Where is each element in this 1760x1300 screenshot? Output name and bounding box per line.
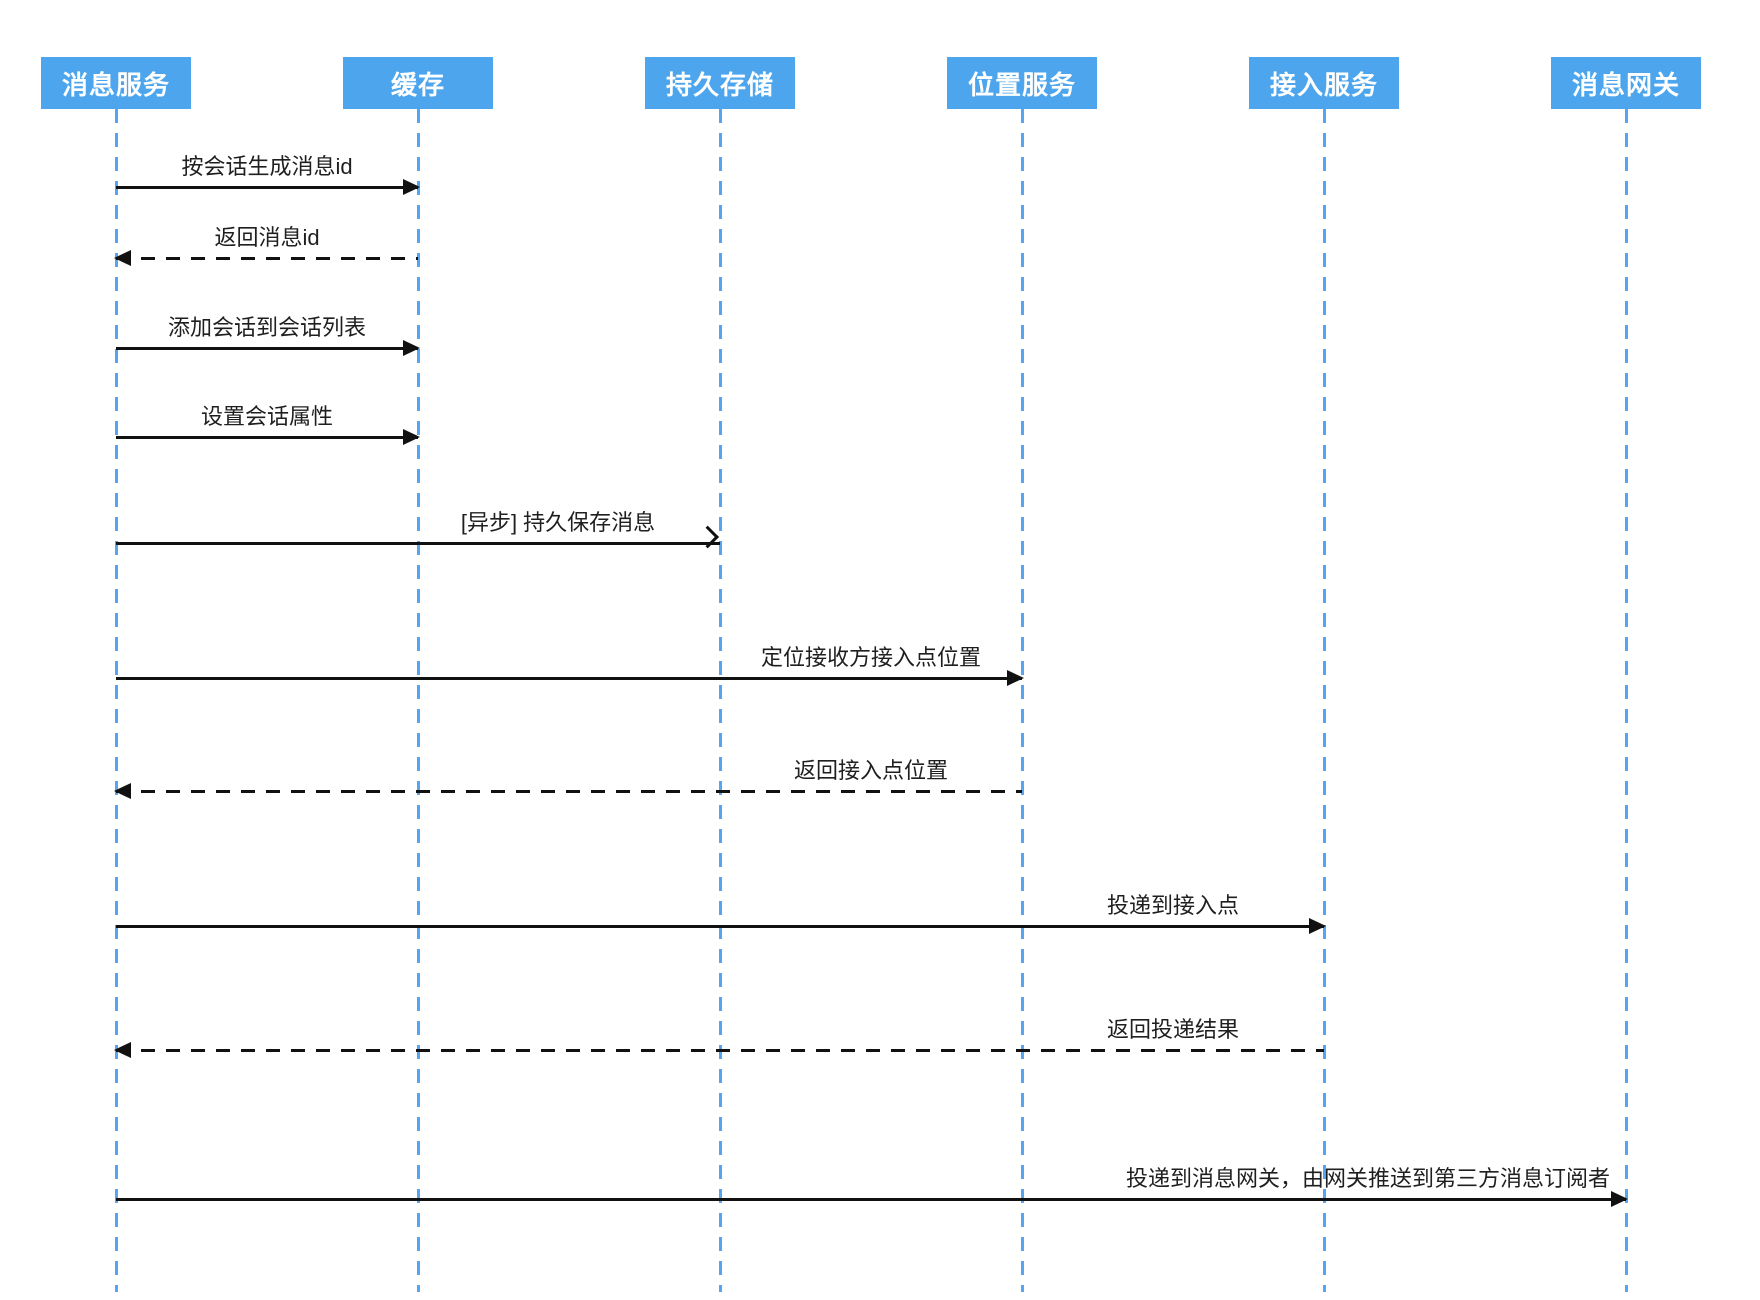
participant-access-service: 接入服务 <box>1249 57 1399 109</box>
message-deliver-to-gateway: 投递到消息网关，由网关推送到第三方消息订阅者 <box>116 1166 1628 1207</box>
message-label: 设置会话属性 <box>200 404 333 429</box>
message-label: 按会话生成消息id <box>181 154 353 179</box>
message-return-delivery-result: 返回投递结果 <box>114 1017 1324 1058</box>
arrowhead-right-icon <box>403 429 420 445</box>
participant-message-service: 消息服务 <box>41 57 191 109</box>
message-generate-message-id: 按会话生成消息id <box>116 154 420 195</box>
participant-message-gateway: 消息网关 <box>1551 57 1701 109</box>
message-line <box>116 925 1324 928</box>
lifeline-location-service <box>1021 109 1024 1292</box>
message-label: 投递到接入点 <box>1106 893 1239 918</box>
lifeline-access-service <box>1323 109 1326 1292</box>
message-line <box>116 436 418 439</box>
message-locate-receiver-access-point: 定位接收方接入点位置 <box>116 645 1024 686</box>
message-add-session-to-list: 添加会话到会话列表 <box>116 315 420 356</box>
message-deliver-to-access-point: 投递到接入点 <box>116 893 1326 934</box>
lifeline-message-service <box>115 109 118 1292</box>
arrowhead-right-icon <box>1309 918 1326 934</box>
message-return-access-point-location: 返回接入点位置 <box>114 758 1022 799</box>
message-label: 定位接收方接入点位置 <box>760 645 981 670</box>
message-line <box>116 790 1022 793</box>
participant-cache: 缓存 <box>343 57 493 109</box>
message-return-message-id: 返回消息id <box>114 225 418 266</box>
message-line <box>116 347 418 350</box>
arrowhead-left-icon <box>114 250 131 266</box>
message-label: 返回投递结果 <box>1106 1017 1239 1042</box>
arrowhead-right-icon <box>1007 670 1024 686</box>
message-label: 返回接入点位置 <box>793 758 948 783</box>
arrowhead-right-icon <box>1611 1191 1628 1207</box>
participant-location-service: 位置服务 <box>947 57 1097 109</box>
message-async-persist-message: [异步] 持久保存消息 <box>116 510 720 549</box>
participant-persistent-storage: 持久存储 <box>645 57 795 109</box>
lifeline-persistent-storage <box>719 109 722 1292</box>
message-line <box>116 1049 1324 1052</box>
message-label: 添加会话到会话列表 <box>167 315 366 340</box>
arrowhead-left-icon <box>114 783 131 799</box>
message-set-session-attributes: 设置会话属性 <box>116 404 420 445</box>
arrowhead-right-icon <box>403 179 420 195</box>
lifeline-cache <box>417 109 420 1292</box>
message-line <box>116 677 1022 680</box>
message-label: 投递到消息网关，由网关推送到第三方消息订阅者 <box>1125 1166 1610 1191</box>
arrowhead-right-icon <box>403 340 420 356</box>
message-label: [异步] 持久保存消息 <box>460 510 656 535</box>
arrowhead-left-icon <box>114 1042 131 1058</box>
message-line <box>116 257 418 260</box>
lifeline-message-gateway <box>1625 109 1628 1292</box>
message-line <box>116 1198 1626 1201</box>
message-line <box>116 542 720 545</box>
message-label: 返回消息id <box>214 225 320 250</box>
message-line <box>116 186 418 189</box>
